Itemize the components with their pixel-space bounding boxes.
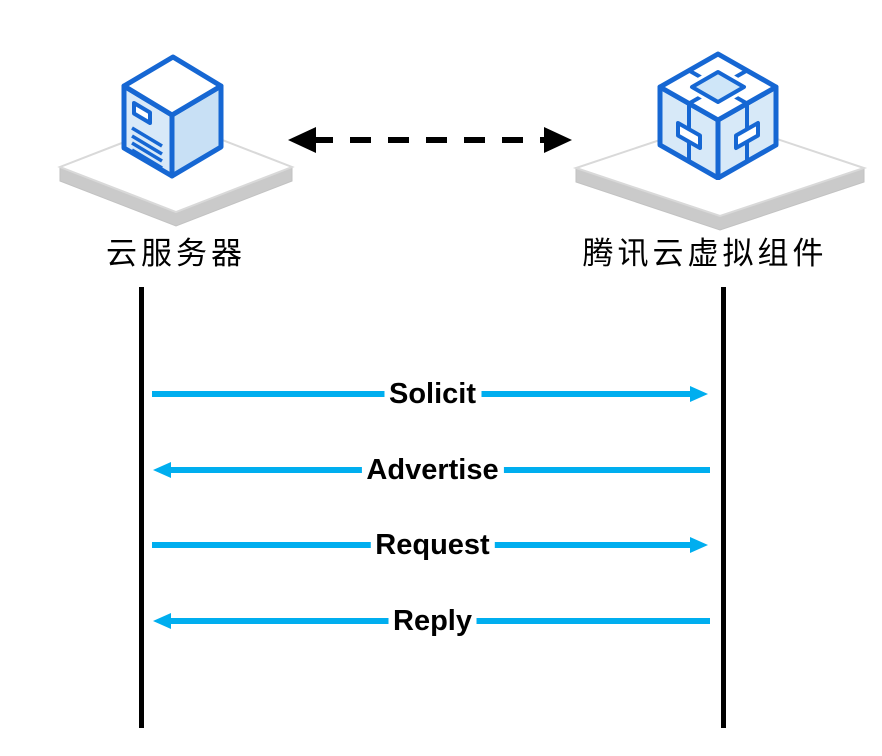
lifeline-left: [139, 287, 144, 728]
message-solicit: Solicit: [139, 377, 726, 411]
lifeline-right: [721, 287, 726, 728]
message-label: Advertise: [361, 453, 504, 487]
cube-icon: [657, 51, 779, 180]
message-advertise: Advertise: [139, 453, 726, 487]
message-request: Request: [139, 528, 726, 562]
server-icon: [121, 54, 224, 179]
arrowhead-left-icon: [153, 462, 171, 478]
actor-left-label: 云服务器: [106, 236, 246, 271]
arrowhead-right-icon: [690, 386, 708, 402]
message-reply: Reply: [139, 604, 726, 638]
message-label: Request: [370, 528, 495, 562]
message-label: Reply: [388, 604, 477, 638]
dashed-link-arrow: [288, 127, 572, 153]
arrowhead-right-icon: [690, 537, 708, 553]
actor-right-label: 腾讯云虚拟组件: [582, 236, 828, 271]
message-label: Solicit: [383, 377, 482, 411]
arrowhead-left-icon: [153, 613, 171, 629]
